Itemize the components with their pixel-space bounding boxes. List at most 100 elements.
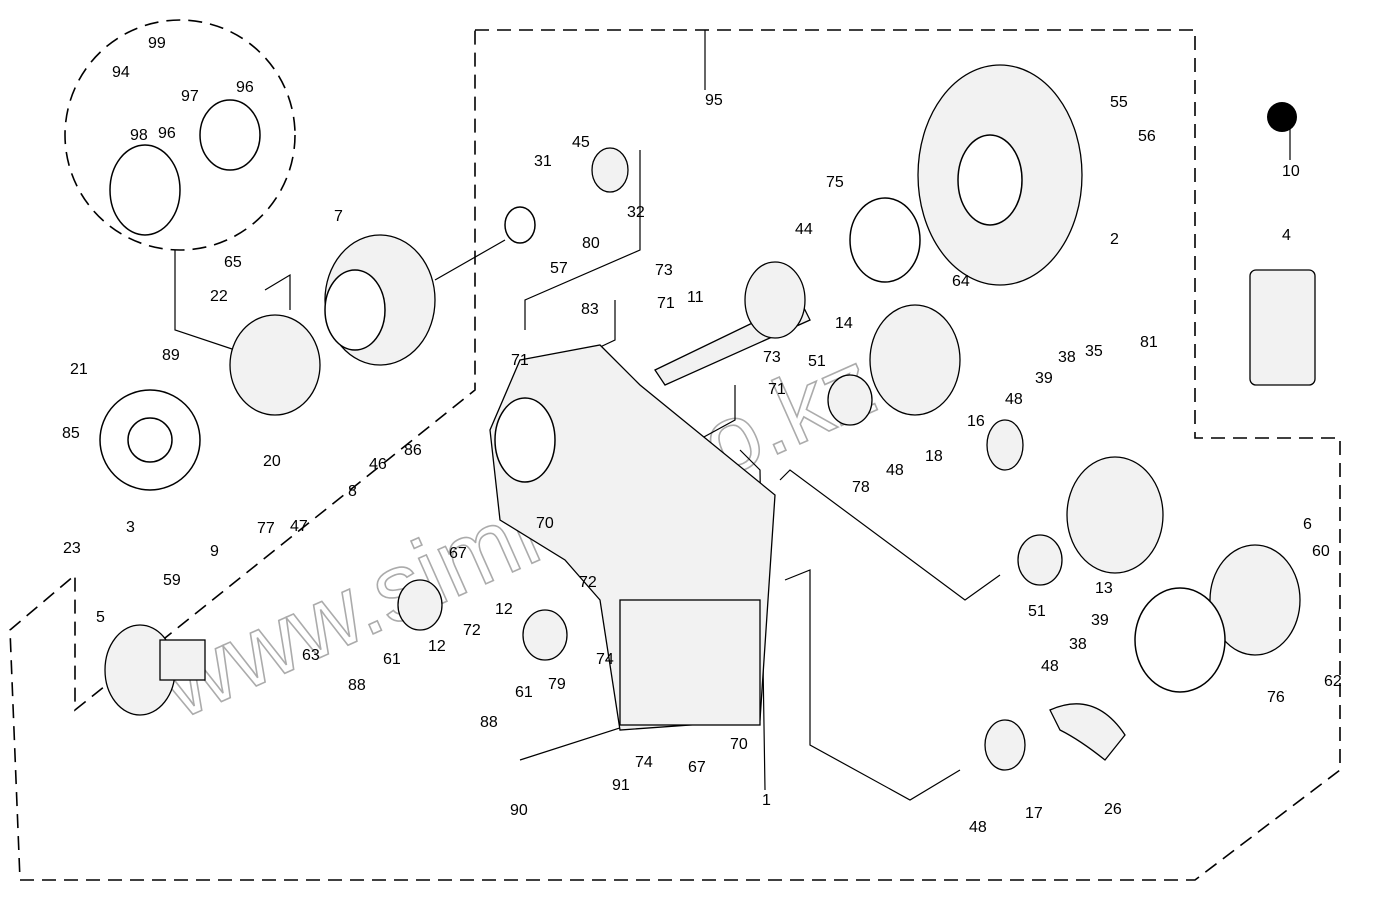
- callout-label: 35: [1085, 343, 1103, 360]
- callout-label: 96: [236, 79, 254, 96]
- callout-label: 13: [1095, 580, 1113, 597]
- callout-label: 55: [1110, 94, 1128, 111]
- callout-label: 91: [612, 777, 630, 794]
- cylinder-part-12: [522, 609, 568, 661]
- detail-circle: [64, 19, 296, 251]
- callout-label: 14: [835, 315, 853, 332]
- oring-part-76: [1134, 587, 1226, 693]
- callout-label: 11: [687, 289, 704, 306]
- callout-label: 79: [548, 676, 566, 693]
- callout-label: 20: [263, 453, 281, 470]
- bearing-part-45: [591, 147, 629, 193]
- callout-label: 2: [1110, 231, 1119, 248]
- callout-label: 75: [826, 174, 844, 191]
- callout-label: 61: [383, 651, 401, 668]
- marker-part-10: [1267, 102, 1297, 132]
- gear-part-16: [986, 419, 1024, 471]
- shaft-gear: [744, 261, 806, 339]
- callout-label: 83: [581, 301, 599, 318]
- ring-part-97: [199, 99, 261, 171]
- callout-label: 47: [290, 518, 308, 535]
- callout-label: 67: [449, 545, 467, 562]
- callout-label: 97: [181, 88, 199, 105]
- callout-label: 81: [1140, 334, 1158, 351]
- callout-label: 88: [480, 714, 498, 731]
- housing-cooling-fins: [619, 599, 761, 726]
- callout-label: 5: [96, 609, 105, 626]
- callout-label: 48: [886, 462, 904, 479]
- callout-label: 94: [112, 64, 130, 81]
- callout-label: 26: [1104, 801, 1122, 818]
- hub-part-22: [229, 314, 321, 416]
- callout-label: 96: [158, 125, 176, 142]
- cover-hub: [957, 134, 1023, 226]
- gear-part-17: [984, 719, 1026, 771]
- callout-label: 90: [510, 802, 528, 819]
- callout-label: 89: [162, 347, 180, 364]
- callout-label: 51: [1028, 603, 1046, 620]
- callout-label: 59: [163, 572, 181, 589]
- callout-label: 10: [1282, 163, 1300, 180]
- callout-label: 48: [1041, 658, 1059, 675]
- callout-label: 71: [657, 295, 675, 312]
- callout-label: 57: [550, 260, 568, 277]
- callout-label: 70: [730, 736, 748, 753]
- callout-label: 48: [1005, 391, 1023, 408]
- ring-part-98: [109, 144, 181, 236]
- callout-label: 1: [762, 792, 771, 809]
- callout-label: 39: [1091, 612, 1109, 629]
- callout-label: 80: [582, 235, 600, 252]
- callout-label: 65: [224, 254, 242, 271]
- callout-label: 45: [572, 134, 590, 151]
- callout-label: 44: [795, 221, 813, 238]
- callout-label: 12: [495, 601, 513, 618]
- callout-label: 8: [348, 483, 357, 500]
- callout-label: 22: [210, 288, 228, 305]
- callout-label: 78: [852, 479, 870, 496]
- assembly-95-boundary: [9, 29, 1341, 881]
- callout-label: 32: [627, 204, 645, 221]
- callout-label: 16: [967, 413, 985, 430]
- callout-label: 4: [1282, 227, 1291, 244]
- callout-label: 72: [579, 574, 597, 591]
- callout-label: 73: [763, 349, 781, 366]
- callout-label: 67: [688, 759, 706, 776]
- canister-part-4: [1249, 269, 1316, 386]
- callout-label: 38: [1069, 636, 1087, 653]
- callout-label: 12: [428, 638, 446, 655]
- bearing-part-51: [827, 374, 873, 426]
- gear-part-13: [1066, 456, 1164, 574]
- callout-label: 85: [62, 425, 80, 442]
- oring-part-75: [849, 197, 921, 283]
- callout-label: 60: [1312, 543, 1330, 560]
- callout-label: 3: [126, 519, 135, 536]
- callout-label: 98: [130, 127, 148, 144]
- pulley-hub: [324, 269, 386, 351]
- gear-part-14: [869, 304, 961, 416]
- bracket-part-26: [1049, 703, 1126, 761]
- callout-label: 64: [952, 273, 970, 290]
- callout-label: 99: [148, 35, 166, 52]
- cylinder-part-12b: [397, 579, 443, 631]
- callout-label: 77: [257, 520, 275, 537]
- fan-hub: [127, 417, 173, 463]
- assembly-boundaries: [9, 19, 1341, 881]
- callout-label: 56: [1138, 128, 1156, 145]
- callout-label: 74: [596, 651, 614, 668]
- callout-label: 31: [534, 153, 552, 170]
- housing-bore: [494, 397, 556, 483]
- callout-label: 61: [515, 684, 533, 701]
- callout-label: 86: [404, 442, 422, 459]
- callout-label: 51: [808, 353, 826, 370]
- cover-part-6: [1209, 544, 1301, 656]
- callout-label: 39: [1035, 370, 1053, 387]
- callout-label: 46: [369, 456, 387, 473]
- callout-label: 72: [463, 622, 481, 639]
- callout-label: 76: [1267, 689, 1285, 706]
- callout-label: 95: [705, 92, 723, 109]
- callout-label: 71: [511, 352, 529, 369]
- callout-label: 18: [925, 448, 943, 465]
- callout-label: 21: [70, 361, 88, 378]
